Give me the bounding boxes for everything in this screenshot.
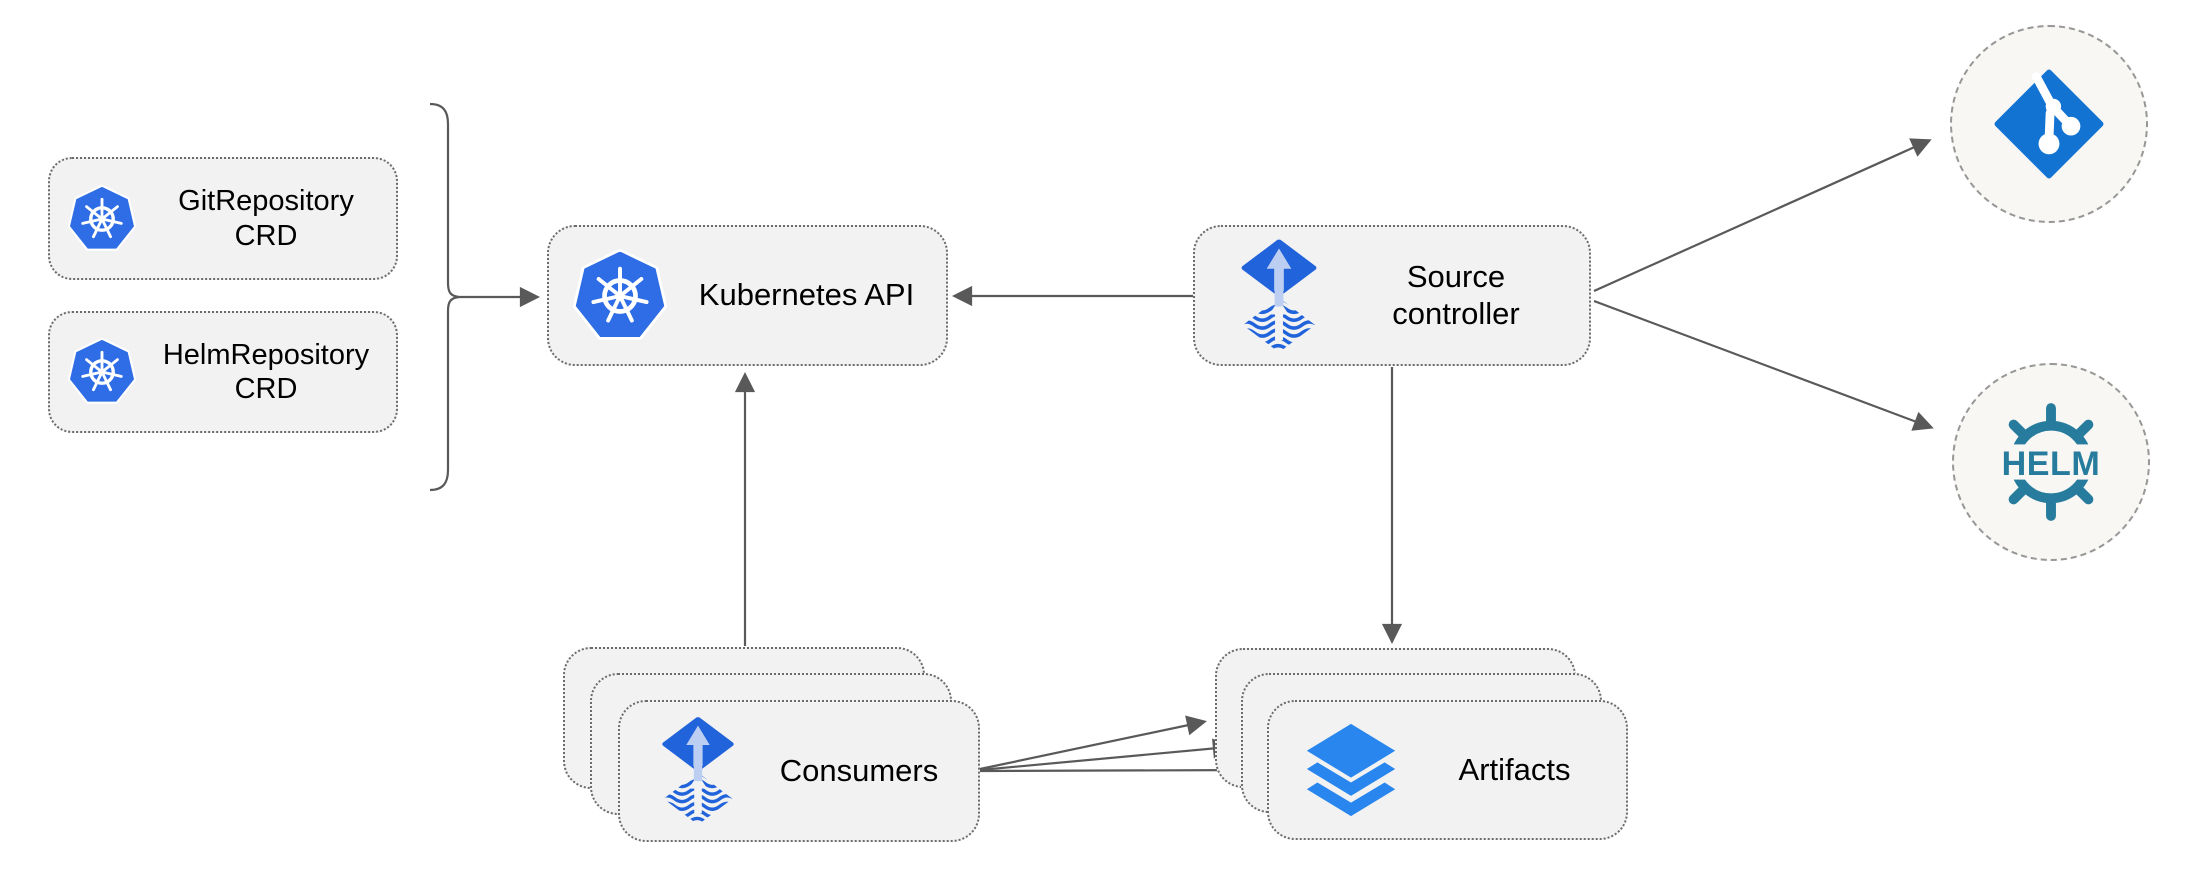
node-label: Kubernetes API	[698, 277, 915, 313]
node-label: Artifacts	[1458, 751, 1571, 787]
node-label: HelmRepository CRD	[162, 338, 370, 405]
flux-source-icon	[1235, 239, 1323, 353]
node-label: Source controller	[1392, 258, 1520, 331]
edge-consumers-to-artifacts-2	[979, 738, 1234, 772]
node-label: GitRepository CRD	[178, 185, 354, 252]
helm-icon: HELM	[1985, 396, 2117, 528]
edge-source-controller-to-helm	[1593, 299, 1934, 431]
node-git-repository-crd: GitRepository CRD	[48, 157, 398, 280]
node-consumers-stack: Consumers	[563, 647, 980, 842]
kubernetes-icon	[573, 249, 667, 343]
helm-logo-text: HELM	[2002, 445, 2101, 483]
edge-consumers-to-artifacts-1	[979, 715, 1207, 771]
node-consumers: Consumers	[618, 700, 980, 842]
kubernetes-icon	[68, 338, 136, 406]
node-git	[1950, 25, 2148, 223]
git-icon	[1994, 69, 2104, 179]
node-kubernetes-api: Kubernetes API	[547, 225, 948, 366]
node-label: Consumers	[779, 752, 939, 788]
node-artifacts: Artifacts	[1267, 700, 1628, 840]
node-artifacts-stack: Artifacts	[1215, 648, 1628, 840]
crd-bracket	[429, 102, 460, 492]
node-helm-repository-crd: HelmRepository CRD	[48, 311, 398, 433]
kubernetes-icon	[68, 185, 136, 253]
node-helm: HELM	[1952, 363, 2150, 561]
layers-icon	[1299, 722, 1403, 818]
edge-source-controller-to-git	[1593, 138, 1932, 293]
node-source-controller: Source controller	[1193, 225, 1591, 366]
flux-source-icon	[656, 716, 740, 826]
